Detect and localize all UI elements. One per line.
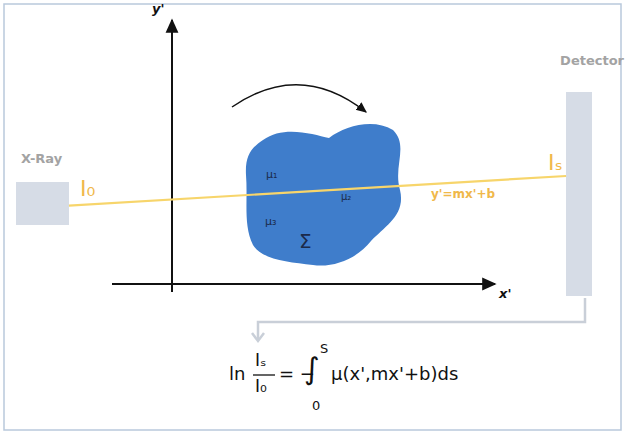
leader-bracket xyxy=(258,298,585,339)
formula-part: S xyxy=(320,342,328,357)
body-outline xyxy=(246,124,401,266)
fraction-bar xyxy=(253,374,275,375)
axis-label: y' xyxy=(152,2,164,17)
xray-source: X-Ray xyxy=(15,152,71,226)
formula-part: ln xyxy=(229,364,245,385)
formula-part: ∫ xyxy=(304,352,320,387)
frame xyxy=(4,4,621,430)
formula-part: 0 xyxy=(312,399,320,414)
xray-beam xyxy=(69,176,566,206)
gray-block xyxy=(566,92,592,296)
symbol-label: μ₁ xyxy=(266,169,277,182)
intensity-label: Iₛ xyxy=(548,150,563,175)
symbol-label: μ₂ xyxy=(341,191,351,203)
node-heading: X-Ray xyxy=(21,152,62,167)
x-axis xyxy=(112,283,495,285)
intensity-label: I₀ xyxy=(80,176,95,201)
shape-outline xyxy=(243,120,405,268)
beam-equation: y'=mx'+b xyxy=(431,188,495,202)
y-axis xyxy=(171,20,173,292)
gray-block xyxy=(16,182,69,225)
formula-part: μ(x',mx'+b)ds xyxy=(331,364,458,385)
formula-part: Iₛ xyxy=(255,351,266,371)
symbol-label: μ₃ xyxy=(265,216,276,229)
node-heading: Detector xyxy=(560,54,624,69)
symbol-label: Σ xyxy=(299,230,312,253)
leader-arrowhead xyxy=(252,333,264,341)
object-body: μ₁ μ₂ μ₃ Σ xyxy=(243,120,405,268)
axis-label: x' xyxy=(499,287,511,302)
rotation-arrow xyxy=(232,85,366,112)
formula-part: I₀ xyxy=(255,377,267,397)
detector: Detector xyxy=(556,54,626,296)
